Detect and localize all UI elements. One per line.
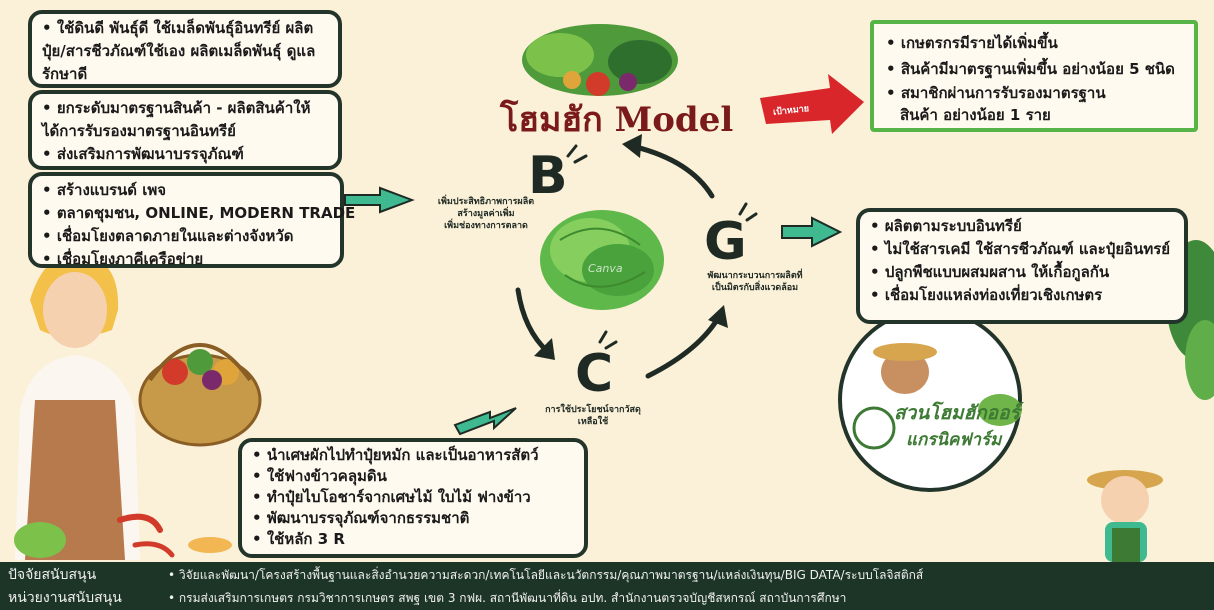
letter-g: G	[704, 212, 747, 272]
list-item: ส่งเสริมการพัฒนาบรรจุภัณฑ์	[42, 143, 328, 166]
left-box-marketing: สร้างแบรนด์ เพจ ตลาดชุมชน, ONLINE, MODER…	[28, 172, 355, 271]
caption-line: พัฒนากระบวนการผลิตที่	[707, 271, 803, 281]
list-item: ทำปุ๋ยไบโอชาร์จากเศษไม้ ใบไม้ ฟางข้าว	[252, 487, 574, 508]
farmer-woman-illustration	[14, 254, 262, 560]
green-arrows	[344, 186, 843, 436]
list-item: ไม่ใช้สารเคมี ใช้สารชีวภัณฑ์ และปุ๋ยอินท…	[870, 238, 1174, 261]
lettuce-illustration	[540, 210, 664, 310]
bottom-box-circular: นำเศษผักไปทำปุ๋ยหมัก และเป็นอาหารสัตว์ ใ…	[238, 438, 588, 558]
right-box-green: ผลิตตามระบบอินทรีย์ ไม่ใช้สารเคมี ใช้สาร…	[856, 208, 1188, 324]
canva-watermark: Canva	[588, 262, 623, 275]
support-agency-text: • กรมส่งเสริมการเกษตร กรมวิชาการเกษตร สพ…	[168, 590, 847, 605]
caption-b: เพิ่มประสิทธิภาพการผลิต สร้างมูลค่าเพิ่ม…	[416, 196, 556, 232]
caption-line: เพิ่มช่องทางการตลาด	[444, 221, 528, 231]
support-factor-text: • วิจัยและพัฒนา/โครงสร้างพื้นฐานและสิ่งอ…	[168, 567, 924, 582]
letter-splash-marks	[566, 144, 758, 350]
caption-line: เหลือใช้	[577, 417, 609, 427]
letter-b: B	[528, 146, 568, 206]
caption-line: การใช้ประโยชน์จากวัสดุ	[545, 405, 641, 415]
caption-line: เพิ่มประสิทธิภาพการผลิต	[437, 197, 535, 207]
list-item: ใช้ดินดี พันธุ์ดี ใช้เมล็ดพันธุ์อินทรีย์…	[42, 17, 328, 86]
badge-line-1: สวนโฮมฮักออร์	[894, 402, 1020, 424]
caption-line: สร้างมูลค่าเพิ่ม	[457, 209, 515, 219]
farm-badge	[838, 308, 1022, 492]
goal-arrow	[760, 74, 864, 134]
list-item: เชื่อมโยงตลาดภายในและต่างจังหวัด	[42, 225, 330, 248]
goal-box: เกษตรกรมีรายได้เพิ่มขึ้น สินค้ามีมาตรฐาน…	[870, 20, 1198, 132]
list-item: พัฒนาบรรจุภัณฑ์จากธรรมชาติ	[252, 508, 574, 529]
support-bar: ปัจจัยสนับสนุน • วิจัยและพัฒนา/โครงสร้าง…	[0, 562, 1214, 610]
support-factor-row: ปัจจัยสนับสนุน • วิจัยและพัฒนา/โครงสร้าง…	[8, 564, 923, 586]
caption-c: การใช้ประโยชน์จากวัสดุ เหลือใช้	[528, 404, 658, 428]
farmer-boy-illustration	[1087, 470, 1163, 562]
goal-item: สมาชิกผ่านการรับรองมาตรฐาน	[886, 82, 1182, 104]
chili-decoration	[117, 513, 232, 558]
list-item: ใช้ฟางข้าวคลุมดิน	[252, 466, 574, 487]
list-item: ยกระดับมาตรฐานสินค้า - ผลิตสินค้าให้ได้ก…	[42, 97, 328, 143]
support-agency-row: หน่วยงานสนับสนุน • กรมส่งเสริมการเกษตร ก…	[8, 587, 846, 609]
list-item: สร้างแบรนด์ เพจ	[42, 179, 330, 202]
list-item: เชื่อมโยงแหล่งท่องเที่ยวเชิงเกษตร	[870, 284, 1174, 307]
goal-item: เกษตรกรมีรายได้เพิ่มขึ้น	[886, 30, 1182, 56]
support-agency-label: หน่วยงานสนับสนุน	[8, 590, 122, 606]
cycle-arrowheads	[534, 134, 728, 360]
list-item: ปลูกพืชแบบผสมผสาน ให้เกื้อกูลกัน	[870, 261, 1174, 284]
caption-g: พัฒนากระบวนการผลิตที่ เป็นมิตรกับสิ่งแวด…	[690, 270, 820, 294]
model-title: โฮมฮัก Model	[500, 100, 734, 140]
vegetable-bunch-illustration	[522, 24, 678, 96]
list-item: ใช้หลัก 3 R	[252, 529, 574, 550]
goal-item-continued: สินค้า อย่างน้อย 1 ราย	[900, 106, 1051, 124]
caption-line: เป็นมิตรกับสิ่งแวดล้อม	[711, 283, 799, 293]
list-item: ตลาดชุมชน, ONLINE, MODERN TRADE	[42, 202, 355, 225]
support-factor-label: ปัจจัยสนับสนุน	[8, 567, 97, 583]
list-item: นำเศษผักไปทำปุ๋ยหมัก และเป็นอาหารสัตว์	[252, 445, 574, 466]
list-item: ผลิตตามระบบอินทรีย์	[870, 215, 1174, 238]
badge-line-2: แกรนิคฟาร์ม	[906, 430, 1002, 450]
list-item: เชื่อมโยงภาคีเครือข่าย	[42, 248, 330, 271]
goal-item: สินค้ามีมาตรฐานเพิ่มขึ้น อย่างน้อย 5 ชนิ…	[886, 56, 1182, 82]
left-box-production: ใช้ดินดี พันธุ์ดี ใช้เมล็ดพันธุ์อินทรีย์…	[28, 10, 342, 88]
left-box-standards: ยกระดับมาตรฐานสินค้า - ผลิตสินค้าให้ได้ก…	[28, 90, 342, 170]
letter-c: C	[575, 344, 614, 404]
